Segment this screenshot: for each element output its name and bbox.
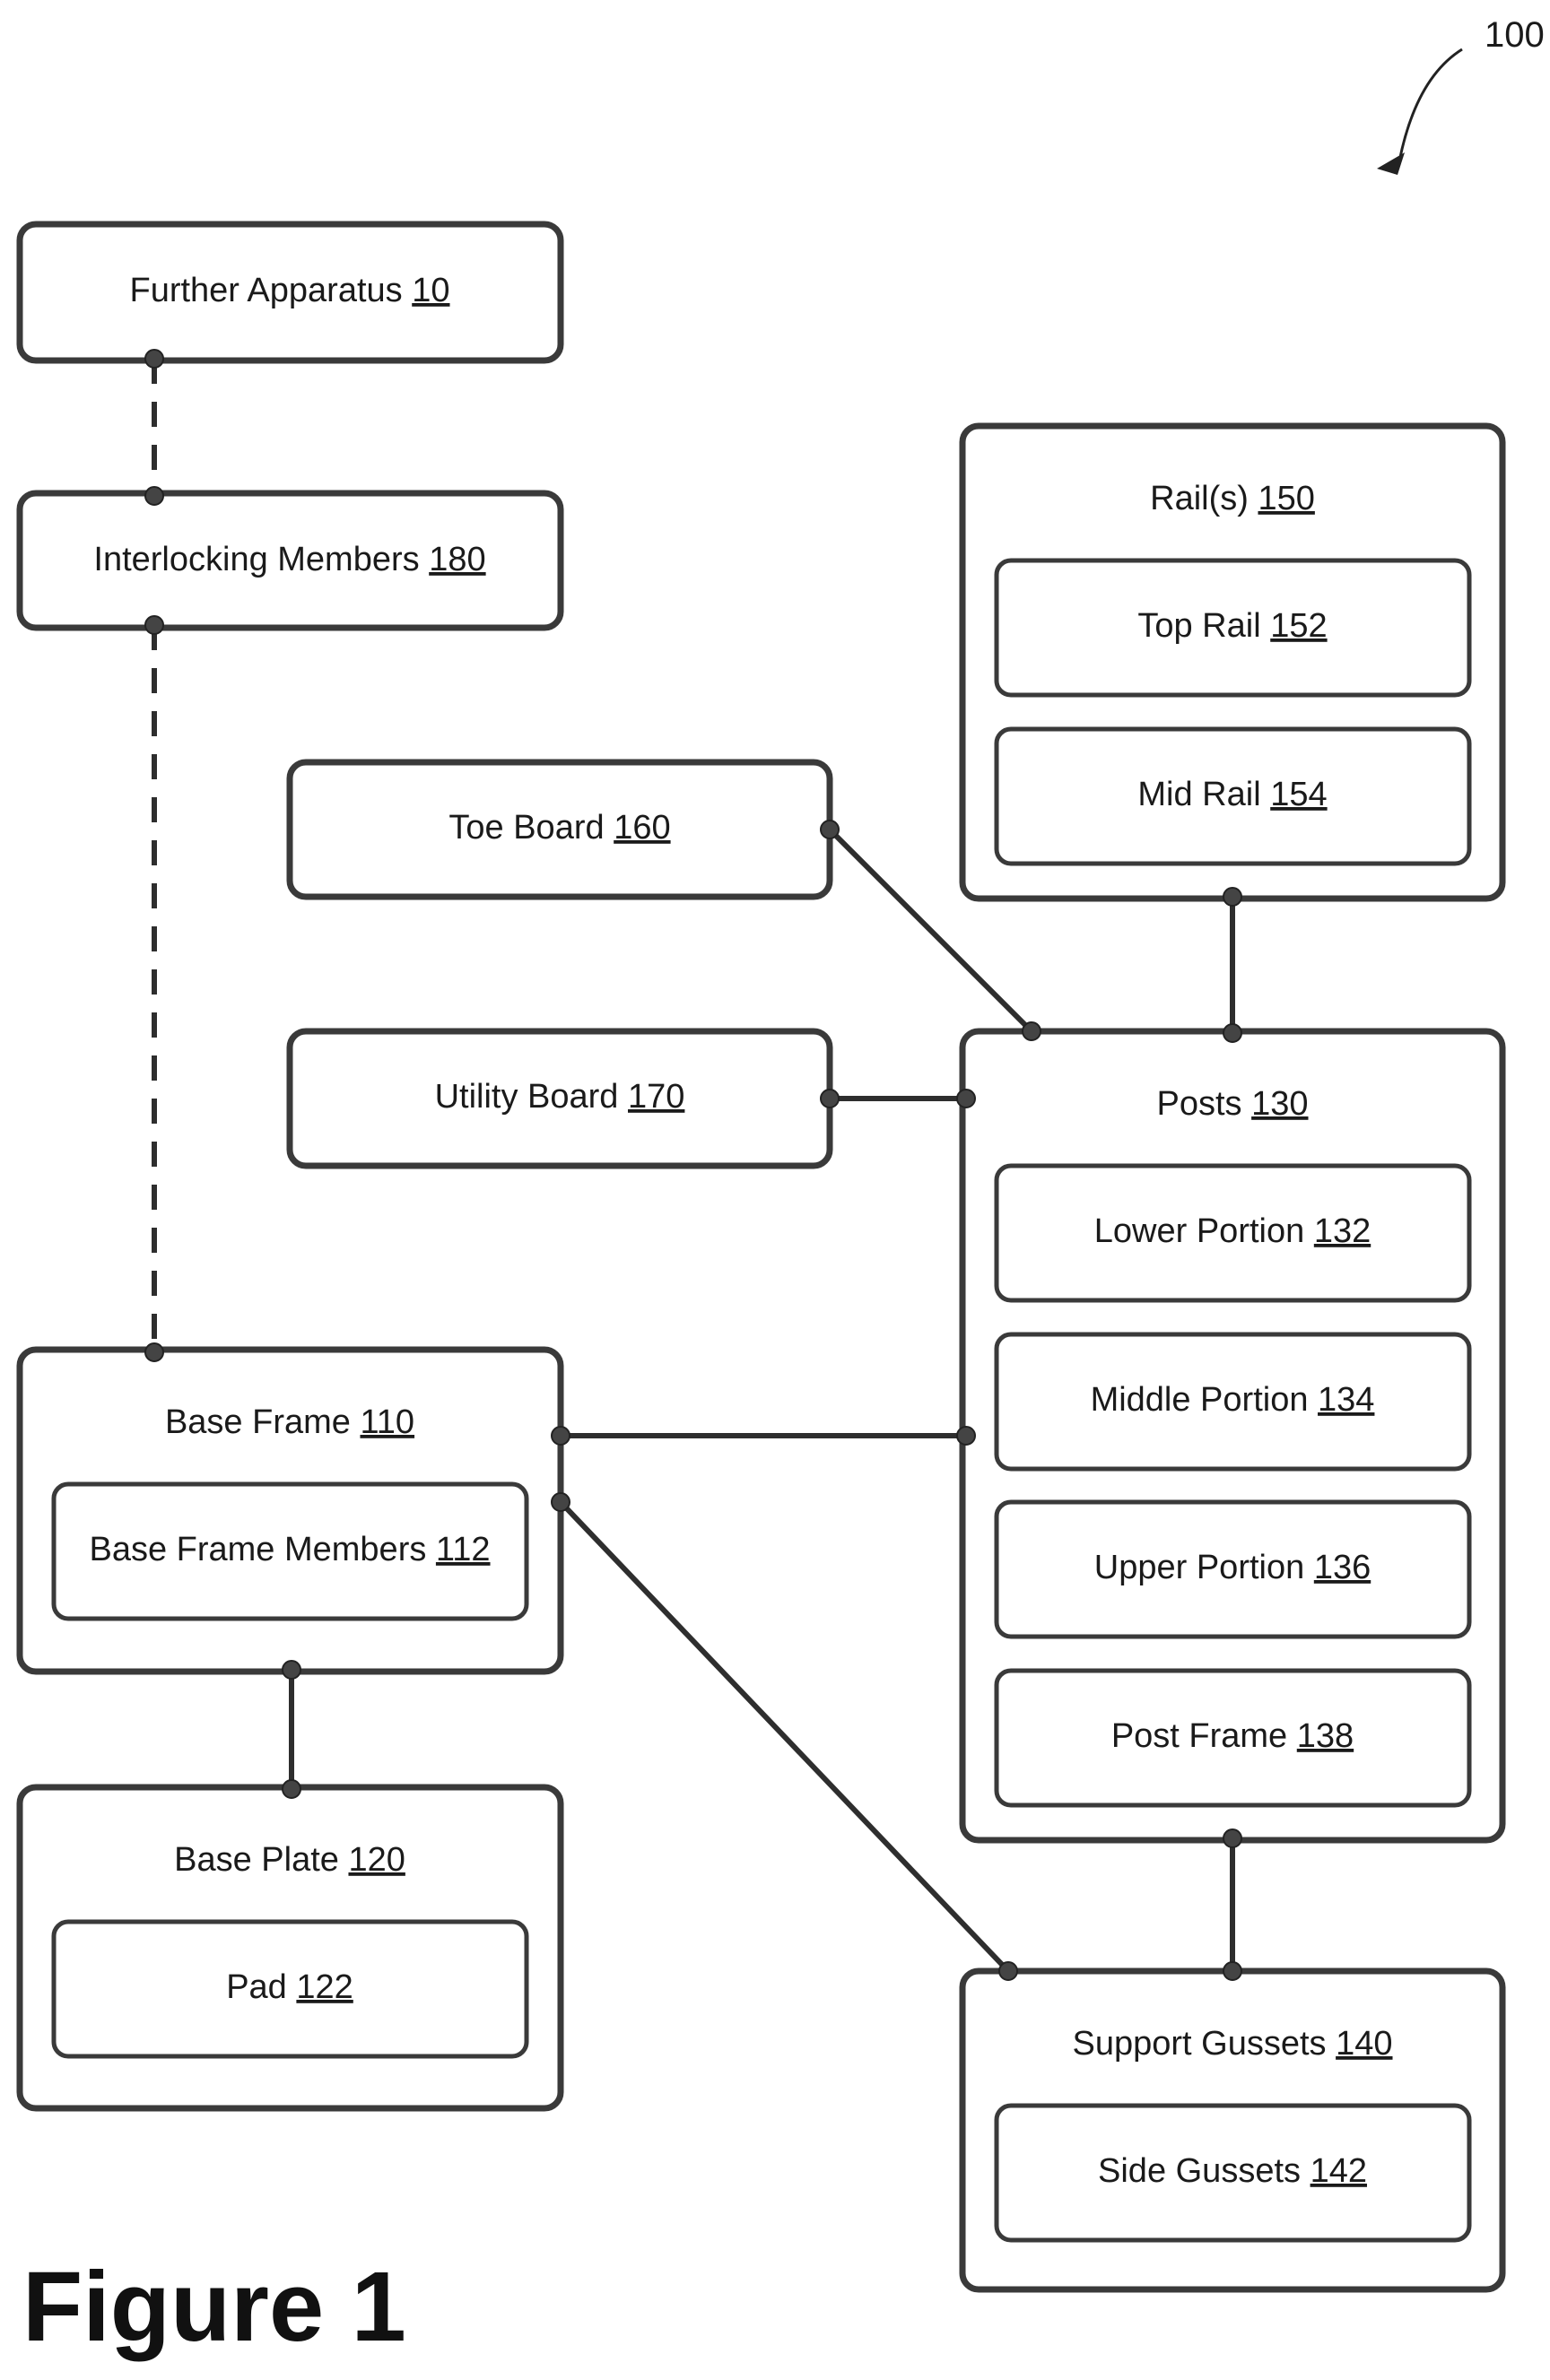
svg-text:Toe Board 160: Toe Board 160 <box>448 809 670 847</box>
svg-text:Mid Rail 154: Mid Rail 154 <box>1137 776 1327 813</box>
svg-text:Rail(s) 150: Rail(s) 150 <box>1150 480 1315 517</box>
svg-text:Side Gussets 142: Side Gussets 142 <box>1098 2152 1367 2190</box>
connector-dot <box>145 1343 163 1361</box>
connector-dot <box>145 487 163 505</box>
figure-label: Figure 1 <box>22 2252 406 2362</box>
reference-arrow <box>1399 49 1462 161</box>
svg-text:Posts 130: Posts 130 <box>1156 1085 1308 1123</box>
utility-board-box: Utility Board 170 <box>290 1031 830 1166</box>
connector-dot <box>821 1090 839 1107</box>
pad-label: Pad <box>226 1968 287 2006</box>
interlocking-members-num: 180 <box>429 541 485 578</box>
posts-label: Posts <box>1156 1085 1241 1123</box>
base-frame-members-label: Base Frame Members <box>89 1531 426 1568</box>
svg-text:Further Apparatus 10: Further Apparatus 10 <box>129 272 449 309</box>
connector-dot <box>821 821 839 838</box>
interlocking-members-label: Interlocking Members <box>93 541 419 578</box>
svg-text:Base Frame 110: Base Frame 110 <box>165 1403 414 1441</box>
utility-board-num: 170 <box>628 1078 684 1116</box>
middle-portion-num: 134 <box>1318 1381 1374 1419</box>
base-frame-num: 110 <box>360 1403 414 1441</box>
posts-num: 130 <box>1251 1085 1308 1123</box>
reference-arrowhead <box>1377 152 1405 175</box>
connector-dot <box>552 1493 570 1511</box>
support-gussets-box: Support Gussets 140 Side Gussets 142 <box>962 1971 1502 2289</box>
rails-num: 150 <box>1258 480 1314 517</box>
interlocking-members-box: Interlocking Members 180 <box>20 493 561 628</box>
lower-portion-label: Lower Portion <box>1094 1212 1304 1250</box>
connector-dot <box>552 1427 570 1445</box>
base-frame-members-num: 112 <box>436 1531 491 1568</box>
upper-portion-num: 136 <box>1314 1549 1371 1586</box>
mid-rail-label: Mid Rail <box>1137 776 1260 813</box>
rails-box: Rail(s) 150 Top Rail 152 Mid Rail 154 <box>962 426 1502 899</box>
base-frame-box: Base Frame 110 Base Frame Members 112 <box>20 1350 561 1672</box>
toe-board-num: 160 <box>614 809 670 847</box>
support-gussets-label: Support Gussets <box>1072 2025 1326 2063</box>
connector-dot <box>145 616 163 634</box>
connector-dot <box>957 1090 975 1107</box>
connector-dot <box>1223 1962 1241 1980</box>
top-rail-num: 152 <box>1270 607 1327 645</box>
middle-portion-label: Middle Portion <box>1091 1381 1309 1419</box>
connector-dot <box>1023 1022 1041 1040</box>
connector-dot <box>283 1780 300 1798</box>
svg-text:Upper Portion 136: Upper Portion 136 <box>1094 1549 1371 1586</box>
connector-dot <box>1223 888 1241 906</box>
base-plate-num: 120 <box>348 1841 405 1879</box>
rails-label: Rail(s) <box>1150 480 1249 517</box>
top-rail-label: Top Rail <box>1137 607 1260 645</box>
further-apparatus-label: Further Apparatus <box>129 272 402 309</box>
toe-board-box: Toe Board 160 <box>290 762 830 897</box>
connector-dot <box>1223 1829 1241 1847</box>
mid-rail-num: 154 <box>1270 776 1327 813</box>
svg-text:Base Frame Members 112: Base Frame Members 112 <box>89 1531 490 1568</box>
connector-dot <box>957 1427 975 1445</box>
svg-text:Utility Board 170: Utility Board 170 <box>435 1078 685 1116</box>
side-gussets-num: 142 <box>1311 2152 1367 2190</box>
base-plate-label: Base Plate <box>174 1841 339 1879</box>
svg-text:Middle Portion 134: Middle Portion 134 <box>1091 1381 1375 1419</box>
further-apparatus-box: Further Apparatus 10 <box>20 224 561 360</box>
further-apparatus-num: 10 <box>412 272 449 309</box>
toe-board-label: Toe Board <box>448 809 604 847</box>
post-frame-label: Post Frame <box>1111 1717 1287 1755</box>
utility-board-label: Utility Board <box>435 1078 619 1116</box>
posts-box: Posts 130 Lower Portion 132 Middle Porti… <box>962 1031 1502 1840</box>
connector-dot <box>999 1962 1017 1980</box>
support-gussets-num: 140 <box>1336 2025 1392 2063</box>
svg-text:Support Gussets 140: Support Gussets 140 <box>1072 2025 1392 2063</box>
lower-portion-num: 132 <box>1314 1212 1371 1250</box>
connector-base-frame-support-gussets <box>561 1502 1008 1971</box>
base-plate-box: Base Plate 120 Pad 122 <box>20 1787 561 2108</box>
base-frame-label: Base Frame <box>165 1403 351 1441</box>
reference-numeral: 100 <box>1485 15 1545 55</box>
connector-dot <box>145 350 163 368</box>
svg-text:Post Frame 138: Post Frame 138 <box>1111 1717 1354 1755</box>
svg-text:Top Rail 152: Top Rail 152 <box>1137 607 1327 645</box>
connector-dot <box>283 1661 300 1679</box>
svg-text:Interlocking Members 180: Interlocking Members 180 <box>93 541 485 578</box>
side-gussets-label: Side Gussets <box>1098 2152 1301 2190</box>
upper-portion-label: Upper Portion <box>1094 1549 1304 1586</box>
svg-text:Pad 122: Pad 122 <box>226 1968 353 2006</box>
post-frame-num: 138 <box>1297 1717 1354 1755</box>
pad-num: 122 <box>296 1968 353 2006</box>
svg-text:Base Plate 120: Base Plate 120 <box>174 1841 405 1879</box>
connector-dot <box>1223 1024 1241 1042</box>
svg-text:Lower Portion 132: Lower Portion 132 <box>1094 1212 1371 1250</box>
